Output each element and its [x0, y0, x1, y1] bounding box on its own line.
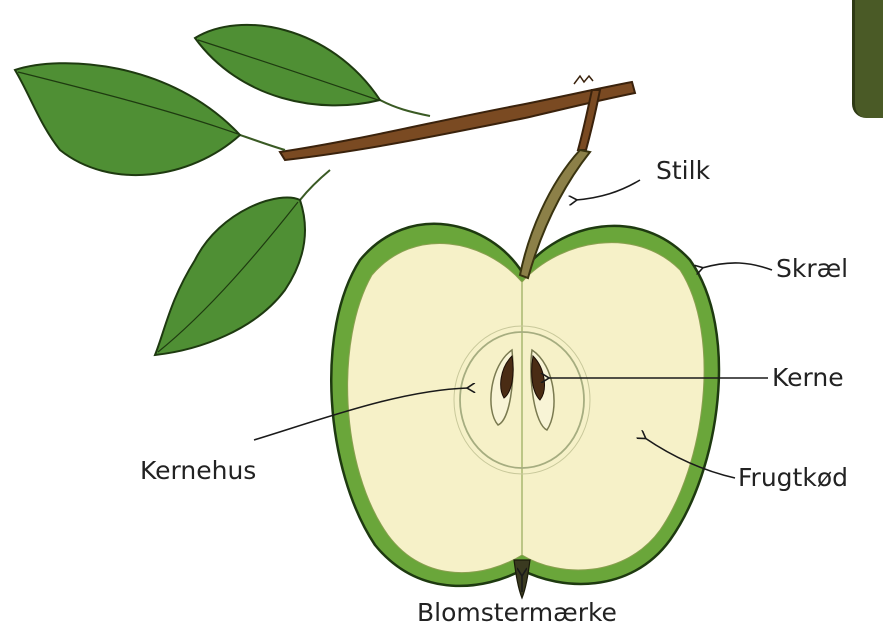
stem-pointer [576, 180, 640, 200]
apple-half [331, 224, 719, 598]
leaf-bottom [155, 198, 305, 356]
peel-pointer [702, 263, 772, 270]
stem-label: Stilk [656, 158, 710, 183]
leaf-left [15, 63, 240, 175]
leaf-top [195, 25, 380, 106]
flesh-label: Frugtkød [738, 465, 848, 490]
calyx-label: Blomstermærke [417, 600, 617, 625]
core-label: Kernehus [140, 458, 256, 483]
seed-label: Kerne [772, 365, 844, 390]
peel-label: Skræl [776, 256, 848, 281]
